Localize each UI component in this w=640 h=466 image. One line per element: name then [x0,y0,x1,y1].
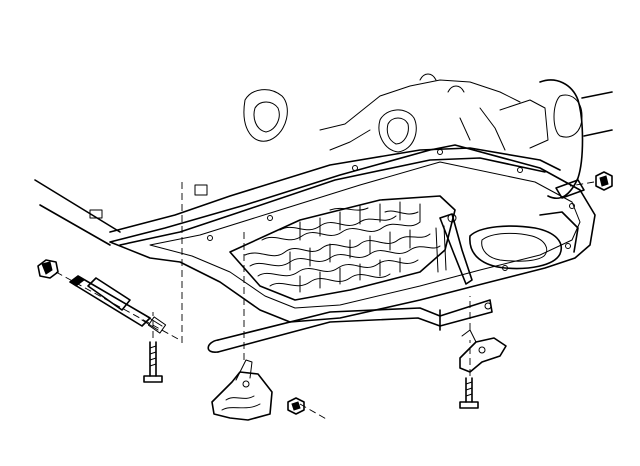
leader-lines [55,181,595,421]
hex-nut-center [287,397,305,415]
kickdown-servo [69,275,167,334]
bracket-right [459,329,507,373]
oil-pan-gasket [109,144,596,323]
mounting-bolt-right [459,377,479,409]
rear-servo-bracket [469,211,579,270]
valve-body [229,195,456,301]
manual-valve-lever [435,213,473,285]
hex-nut-left [37,259,59,279]
transmission-case [34,73,613,246]
mounting-bolt-left [143,341,163,383]
shift-rod [207,299,493,353]
bracket-left [211,359,273,421]
hex-nut-right [595,171,613,191]
plug [555,179,585,199]
